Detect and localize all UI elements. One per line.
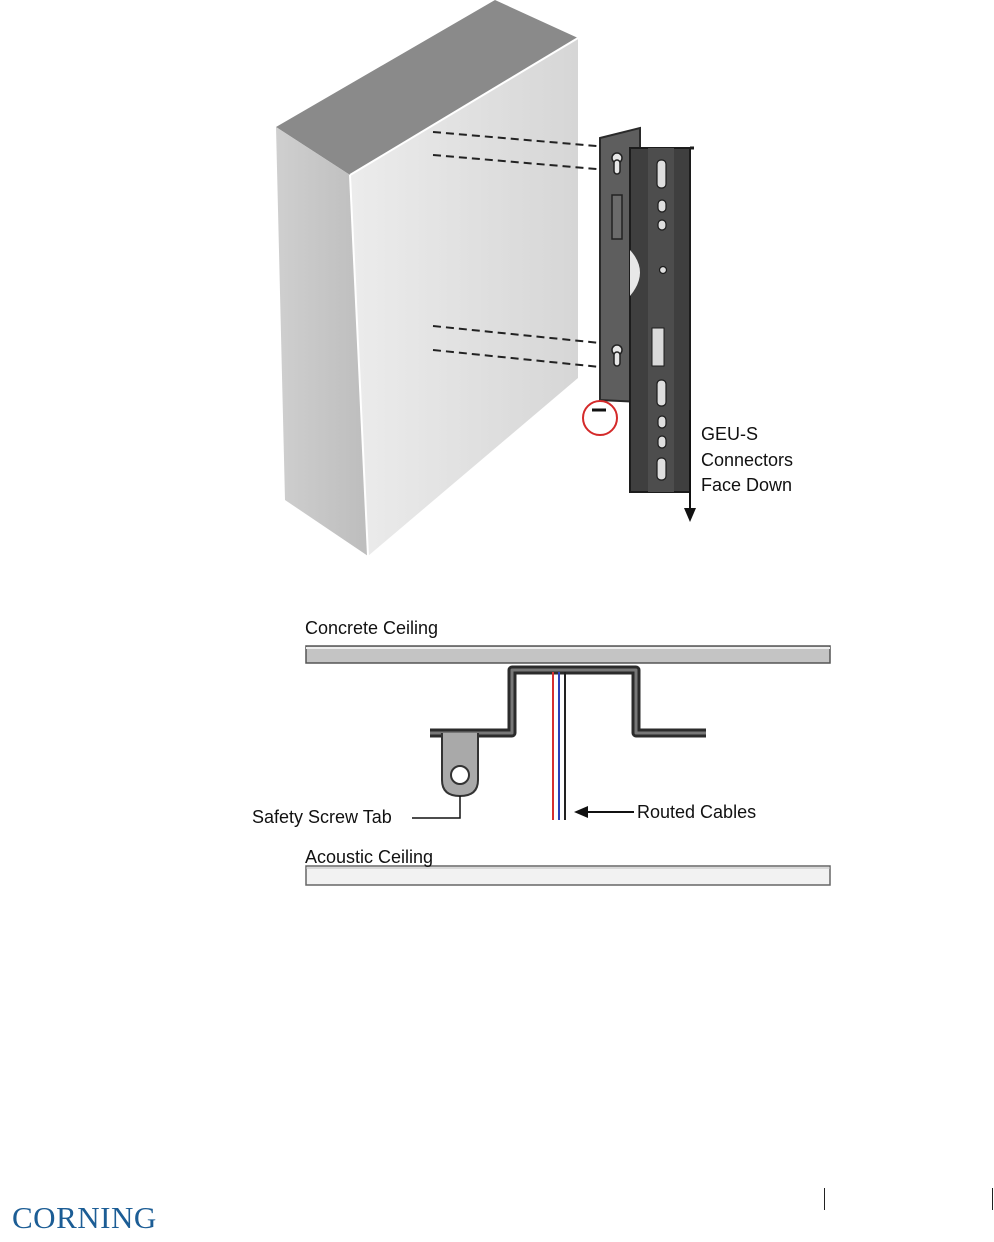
- safety-screw-tab-label: Safety Screw Tab: [252, 807, 392, 828]
- routed-cables: [553, 672, 565, 820]
- footer-divider-left: [824, 1188, 825, 1210]
- connectors-label-line-1: GEU-S: [701, 424, 758, 445]
- footer-divider-right: [992, 1188, 993, 1210]
- connectors-label-line-2: Connectors: [701, 450, 793, 471]
- wall-mount-figure: [0, 0, 994, 600]
- ceiling-bracket: [430, 670, 706, 796]
- left-arrow-icon: [574, 806, 634, 818]
- safety-tab-leader: [412, 796, 460, 818]
- highlight-circle: [583, 401, 617, 435]
- concrete-ceiling-label: Concrete Ceiling: [305, 618, 438, 639]
- mounting-bracket: [592, 128, 694, 492]
- corning-logo: CORNING: [12, 1200, 157, 1236]
- acoustic-ceiling-label: Acoustic Ceiling: [305, 847, 433, 868]
- ceiling-mount-figure: [0, 600, 994, 900]
- routed-cables-label: Routed Cables: [637, 802, 756, 823]
- unit-box: [276, 0, 578, 556]
- connectors-label-line-3: Face Down: [701, 475, 792, 496]
- acoustic-ceiling-slab: [306, 866, 830, 885]
